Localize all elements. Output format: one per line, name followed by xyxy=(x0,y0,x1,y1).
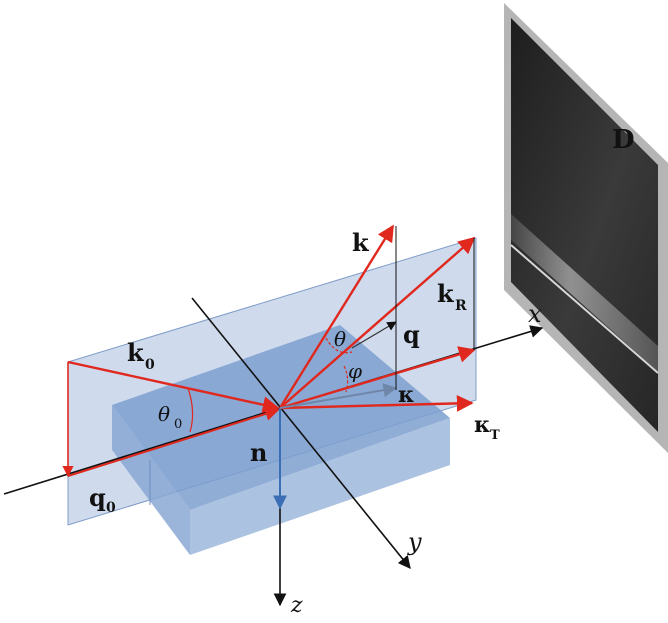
x-axis-label: x xyxy=(528,300,542,328)
detector xyxy=(504,3,668,453)
phi-label: φ xyxy=(348,359,362,383)
k0-label: k 0 xyxy=(127,338,155,373)
z-axis-label: z xyxy=(290,593,303,618)
k-label: k xyxy=(352,228,370,257)
svg-text:T: T xyxy=(490,428,500,443)
svg-text:q: q xyxy=(89,483,106,512)
kappa-vector xyxy=(279,383,398,409)
theta-label: θ xyxy=(334,327,346,351)
incident-projection xyxy=(67,407,280,477)
scattered-beam-k xyxy=(278,224,395,409)
kR-label: k R xyxy=(437,279,467,314)
svg-text:0: 0 xyxy=(106,500,116,516)
theta0-arc xyxy=(187,387,194,433)
svg-text:k: k xyxy=(127,338,145,367)
theta-arc xyxy=(325,337,353,354)
svg-text:R: R xyxy=(455,298,467,314)
kappa-T-label: κ T xyxy=(474,412,500,443)
transmitted-kappa-T xyxy=(279,394,474,412)
reflected-beam-kR xyxy=(279,236,476,409)
sample-left-face xyxy=(112,405,190,555)
specular-projection xyxy=(279,346,476,410)
phi-arc xyxy=(343,365,349,393)
detector-scatter-streak xyxy=(511,214,658,372)
theta0-label: θ 0 xyxy=(158,402,182,432)
sample-front-face xyxy=(190,418,450,555)
incident-beam-k0 xyxy=(67,360,280,413)
q-vector xyxy=(351,321,397,349)
y-axis-label: y xyxy=(407,528,422,556)
q0-label: q 0 xyxy=(89,483,116,516)
svg-text:0: 0 xyxy=(145,357,155,373)
q-label: q xyxy=(403,320,420,349)
y-axis xyxy=(191,297,411,569)
svg-text:θ: θ xyxy=(158,402,170,426)
svg-text:0: 0 xyxy=(174,417,182,432)
svg-text:k: k xyxy=(437,279,455,308)
incident-axis-line xyxy=(3,407,281,495)
detector-specular-line xyxy=(510,244,659,374)
normal-n-label: n xyxy=(250,438,267,467)
detector-label: D xyxy=(612,125,635,155)
svg-text:κ: κ xyxy=(474,412,491,438)
kappa-label: κ xyxy=(398,382,415,408)
